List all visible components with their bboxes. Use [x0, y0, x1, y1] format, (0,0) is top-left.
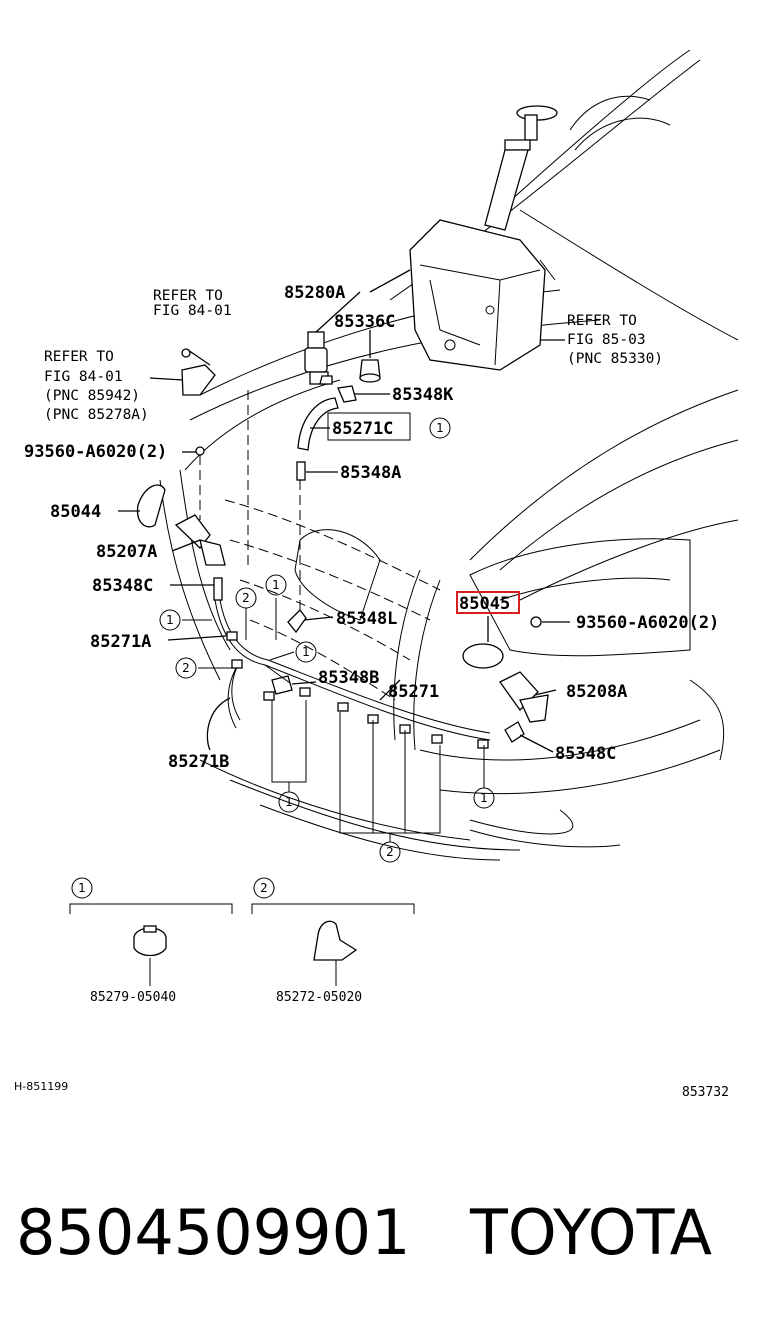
nozzle-85207A: [174, 514, 226, 566]
svg-text:2: 2: [242, 591, 250, 605]
label-85044[interactable]: 85044: [50, 502, 101, 522]
svg-text:FIG 84-01: FIG 84-01: [44, 369, 123, 385]
screw-93560-left: [195, 446, 205, 456]
legend-item-2: 2 85272-05020: [251, 877, 415, 1005]
diagram-code-left: H-851199: [14, 1080, 68, 1093]
svg-text:1: 1: [166, 613, 174, 627]
label-85280A[interactable]: 85280A: [284, 283, 345, 303]
refer-note-3: REFER TO FIG 85-03 (PNC 85330): [567, 313, 663, 367]
label-93560-right[interactable]: 93560-A6020(2): [576, 613, 719, 633]
callout-circle-2a: 2: [235, 587, 257, 609]
svg-text:REFER TO: REFER TO: [44, 349, 114, 365]
joint-85348C-left: [213, 577, 223, 601]
svg-text:FIG 85-03: FIG 85-03: [567, 332, 646, 348]
grommet-85336C: [359, 359, 381, 383]
callout-circle-1e: 1: [278, 791, 300, 813]
label-85271[interactable]: 85271: [388, 682, 439, 702]
svg-text:FIG 84-01: FIG 84-01: [153, 303, 232, 319]
svg-text:2: 2: [182, 661, 190, 675]
svg-text:1: 1: [285, 795, 293, 809]
callout-circle-1b: 1: [265, 574, 287, 596]
screw-left: [181, 348, 191, 358]
svg-text:1: 1: [78, 881, 86, 895]
svg-text:(PNC 85942): (PNC 85942): [44, 388, 140, 404]
svg-text:(PNC 85278A): (PNC 85278A): [44, 407, 149, 423]
hose-clips: [226, 631, 489, 749]
cap-85045: [462, 643, 504, 669]
svg-text:2: 2: [386, 845, 394, 859]
washer-tank: [409, 105, 558, 371]
label-93560-left[interactable]: 93560-A6020(2): [24, 442, 167, 462]
label-85271C[interactable]: 85271C: [332, 419, 393, 439]
label-85045[interactable]: 85045: [459, 594, 510, 614]
clip-85272-icon: [313, 920, 358, 961]
refer-note-1: REFER TO FIG 84-01: [153, 288, 232, 319]
leader-lines: [118, 269, 570, 753]
bracket-left: [181, 364, 216, 396]
legend-part-85279[interactable]: 85279-05040: [90, 990, 176, 1005]
diagram-code-right: 853732: [682, 1085, 729, 1100]
label-85348C-right[interactable]: 85348C: [555, 744, 616, 764]
nozzle-85208A: [499, 671, 549, 723]
cap-85044: [136, 484, 166, 528]
label-85271C-box: [327, 412, 411, 441]
svg-text:2: 2: [260, 881, 268, 895]
callout-circle-1f: 1: [473, 787, 495, 809]
callout-circle-2b: 2: [175, 657, 197, 679]
label-85348C-left[interactable]: 85348C: [92, 576, 153, 596]
legend-item-1: 1 85279-05040: [69, 877, 233, 1005]
joint-85348C-right: [504, 721, 525, 743]
label-85348A[interactable]: 85348A: [340, 463, 401, 483]
label-85336C[interactable]: 85336C: [334, 312, 395, 332]
hose-85271C: [297, 397, 339, 451]
label-85348L[interactable]: 85348L: [336, 609, 397, 629]
legend-part-85272[interactable]: 85272-05020: [276, 990, 362, 1005]
car-body-outline: [159, 49, 739, 861]
label-85045-highlight: [456, 591, 520, 614]
svg-text:REFER TO: REFER TO: [567, 313, 637, 329]
clip-85279-icon: [133, 925, 167, 957]
screw-93560-right: [530, 616, 542, 628]
label-85208A[interactable]: 85208A: [566, 682, 627, 702]
callout-circle-1a: 1: [429, 417, 451, 439]
part-number: 8504509901: [16, 1196, 410, 1269]
joint-85348A: [296, 461, 306, 481]
label-85271A[interactable]: 85271A: [90, 632, 151, 652]
svg-text:1: 1: [480, 791, 488, 805]
refer-note-2: REFER TO FIG 84-01 (PNC 85942) (PNC 8527…: [44, 349, 149, 423]
svg-text:1: 1: [436, 421, 444, 435]
callout-circle-1d: 1: [295, 641, 317, 663]
washer-pump: [304, 331, 333, 385]
label-85348K[interactable]: 85348K: [392, 385, 454, 405]
svg-text:1: 1: [272, 578, 280, 592]
joint-85348L: [287, 609, 307, 634]
brand-name: TOYOTA: [469, 1196, 712, 1269]
svg-text:1: 1: [302, 645, 310, 659]
callout-circle-1c: 1: [159, 609, 181, 631]
label-85271B[interactable]: 85271B: [168, 752, 229, 772]
label-85348B[interactable]: 85348B: [318, 668, 379, 688]
joint-85348B: [271, 675, 293, 695]
label-85207A[interactable]: 85207A: [96, 542, 157, 562]
callout-circle-2c: 2: [379, 841, 401, 863]
joint-85348K: [337, 385, 357, 403]
svg-text:REFER TO: REFER TO: [153, 288, 223, 304]
callout-brackets: [182, 598, 485, 842]
svg-text:(PNC 85330): (PNC 85330): [567, 351, 663, 367]
